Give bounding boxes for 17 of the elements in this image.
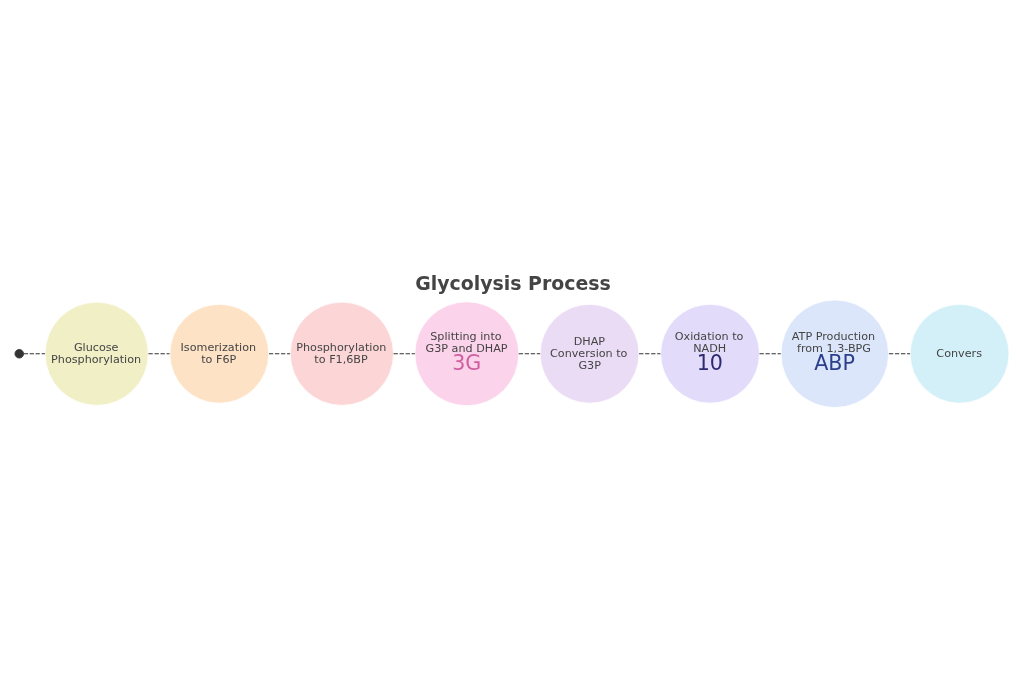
connector: [393, 353, 416, 355]
connector: [758, 353, 782, 355]
node-circle: Convers: [909, 303, 1010, 404]
node-circle: DHAP Conversion to G3P: [539, 303, 640, 404]
node-circle: Phosphorylation to F1,6BP: [289, 301, 394, 406]
node-circle: ATP Production from 1,3-BPG ABP: [780, 299, 890, 408]
diagram-title: Glycolysis Process: [415, 272, 611, 295]
node-circle: [14, 349, 24, 359]
connector: [518, 353, 541, 355]
connector: [268, 353, 291, 355]
connector: [888, 353, 911, 355]
node-circle: Oxidation to NADH 10: [660, 303, 760, 404]
node-circle: Isomerization to F6P: [169, 303, 270, 404]
node-circle: Glucose Phosphorylation: [44, 301, 149, 406]
connector: [23, 353, 46, 355]
node-circle: Splitting into G3P and DHAP 3G: [414, 301, 520, 407]
connector: [147, 353, 171, 355]
